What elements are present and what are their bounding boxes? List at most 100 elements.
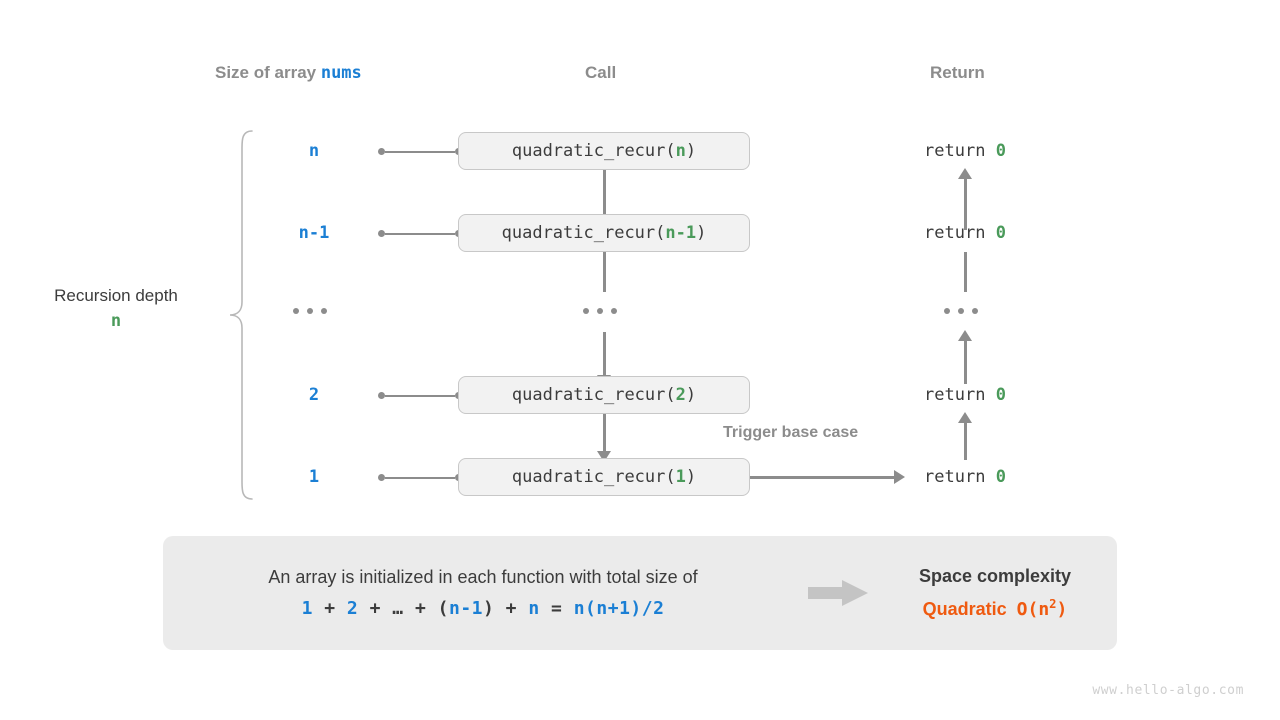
recursion-depth-value: n [110, 310, 122, 331]
connector-row-1 [378, 229, 462, 238]
complexity-title: Space complexity [918, 566, 1072, 586]
call-ellipsis-row-2 [583, 308, 617, 314]
arrow-shaft [964, 179, 967, 230]
column-header-call: Call [585, 63, 617, 82]
return-ellipsis-row-2 [944, 308, 978, 314]
return-line-dots-to-1 [964, 252, 967, 292]
return-keyword: return [924, 223, 996, 243]
formula-paren-close: ) [483, 598, 495, 619]
arrow-head-up [958, 412, 972, 423]
call-box-close: ) [685, 141, 697, 161]
formula-result: n(n+1)/2 [573, 598, 665, 619]
recursion-depth-text: Recursion depth [54, 286, 178, 305]
call-box-arg: n [675, 141, 686, 161]
call-box-name: quadratic_recur( [501, 223, 666, 243]
return-value-row-0: return 0 [865, 141, 1065, 161]
size-value-row-4: 1 [308, 467, 320, 487]
formula-term-5: n [528, 598, 540, 619]
column-header-size: Size of array nums [215, 63, 362, 83]
formula-equals: = [539, 598, 574, 619]
formula-op-2: + [358, 598, 393, 619]
watermark: www.hello-algo.com [1092, 683, 1244, 698]
formula-term-4: n-1 [448, 598, 483, 619]
column-header-size-text: Size of array [215, 63, 321, 82]
return-zero: 0 [995, 467, 1006, 487]
call-box-row-1[interactable]: quadratic_recur(n-1) [458, 214, 750, 252]
return-keyword: return [924, 385, 996, 405]
dot [611, 308, 617, 314]
connector-line [385, 150, 455, 153]
call-arrow-3-to-4 [597, 414, 611, 462]
arrow-shaft [603, 332, 606, 375]
right-arrow-icon [808, 580, 868, 606]
arrow-shaft [750, 475, 894, 479]
dot [958, 308, 964, 314]
formula-ellipsis: … [392, 598, 404, 619]
call-line-1-to-dots [603, 252, 606, 292]
summary-description: An array is initialized in each function… [268, 567, 698, 587]
call-box-row-4[interactable]: quadratic_recur(1) [458, 458, 750, 496]
connector-row-3 [378, 391, 462, 400]
formula-op-4: + [494, 598, 529, 619]
curly-brace-icon [229, 130, 253, 500]
complexity-value: Quadratic O(n2) [923, 597, 1068, 620]
call-box-arg: n-1 [665, 223, 697, 243]
column-header-return: Return [930, 63, 985, 82]
complexity-word: Quadratic [922, 599, 1007, 619]
size-value-row-1: n-1 [298, 223, 330, 243]
arrow-head-right [894, 470, 905, 484]
return-zero: 0 [995, 141, 1006, 161]
arrow-shaft [603, 170, 606, 221]
connector-line [385, 232, 455, 235]
return-zero: 0 [995, 223, 1006, 243]
summary-left: An array is initialized in each function… [163, 536, 803, 650]
base-case-arrow [750, 470, 905, 484]
return-arrow-1-to-0 [958, 168, 972, 230]
call-box-row-3[interactable]: quadratic_recur(2) [458, 376, 750, 414]
return-value-row-1: return 0 [865, 223, 1065, 243]
return-arrow-3-to-dots [958, 330, 972, 384]
summary-formula: 1 + 2 + … + (n-1) + n = n(n+1)/2 [302, 598, 665, 619]
column-header-size-var: nums [320, 63, 362, 83]
summary-right: Space complexity Quadratic O(n2) [873, 536, 1117, 650]
formula-term-2: 2 [346, 598, 359, 619]
size-ellipsis-row-2 [293, 308, 327, 314]
connector-row-0 [378, 147, 462, 156]
call-box-close: ) [685, 385, 697, 405]
formula-op-3: + [403, 598, 438, 619]
connector-dot-left [378, 148, 385, 155]
return-value-row-4: return 0 [865, 467, 1065, 487]
call-box-name: quadratic_recur( [511, 467, 676, 487]
arrow-shaft [603, 414, 606, 451]
dot [321, 308, 327, 314]
call-box-close: ) [696, 223, 707, 243]
dot [972, 308, 978, 314]
arrow-head-up [958, 168, 972, 179]
summary-panel: An array is initialized in each function… [163, 536, 1117, 650]
arrow-head-down [597, 451, 611, 462]
return-arrow-4-to-3 [958, 412, 972, 460]
call-box-row-0[interactable]: quadratic_recur(n) [458, 132, 750, 170]
dot [307, 308, 313, 314]
size-value-row-3: 2 [308, 385, 320, 405]
call-box-name: quadratic_recur( [511, 141, 676, 161]
arrow-shaft [964, 341, 967, 384]
return-zero: 0 [995, 385, 1006, 405]
recursion-depth-label: Recursion depth n [28, 284, 204, 333]
connector-line [385, 476, 455, 479]
formula-term-1: 1 [301, 598, 313, 619]
dot [293, 308, 299, 314]
call-box-arg: 1 [675, 467, 686, 487]
formula-paren-open: ( [437, 598, 449, 619]
arrow-head-up [958, 330, 972, 341]
dot [597, 308, 603, 314]
complexity-big-o: O(n [1016, 599, 1050, 620]
complexity-close-paren: ) [1056, 599, 1068, 620]
trigger-base-case-label: Trigger base case [723, 424, 859, 441]
return-keyword: return [924, 467, 996, 487]
connector-row-4 [378, 473, 462, 482]
call-box-arg: 2 [675, 385, 686, 405]
dot [944, 308, 950, 314]
complexity-exponent: 2 [1049, 597, 1057, 611]
